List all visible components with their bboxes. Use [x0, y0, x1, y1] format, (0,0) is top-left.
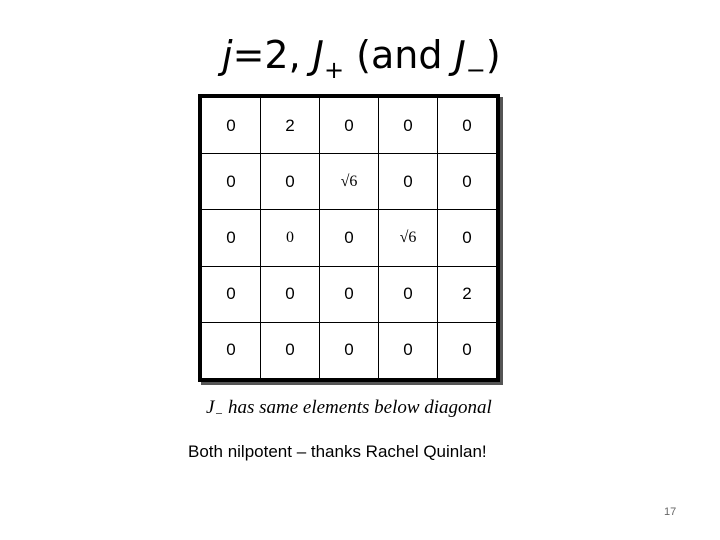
note-text: has same elements below diagonal — [223, 397, 492, 418]
note-j: J — [206, 397, 215, 418]
matrix-cell: 0 — [378, 265, 438, 323]
matrix-row: 0 0 0 0 0 — [201, 321, 497, 380]
matrix-cell: 0 — [319, 265, 379, 323]
matrix-cell: 0 — [437, 96, 497, 155]
matrix-cell: 0 — [378, 153, 438, 211]
matrix-cell: 0 — [201, 96, 261, 155]
title-and: (and — [344, 33, 455, 77]
matrix-row: 0 0 √6 0 0 — [201, 153, 497, 211]
nilpotent-note: Both nilpotent – thanks Rachel Quinlan! — [188, 442, 487, 461]
matrix-cell: √6 — [378, 209, 438, 267]
matrix-cell: 0 — [378, 321, 438, 380]
below-diagonal-note: J− has same elements below diagonal — [206, 397, 492, 422]
matrix-row: 0 2 0 0 0 — [201, 96, 497, 155]
matrix-cell: 0 — [260, 265, 320, 323]
matrix-grid: 0 2 0 0 0 0 0 √6 0 0 0 0 0 √6 0 0 0 0 0 … — [201, 96, 497, 380]
matrix-cell: 0 — [260, 321, 320, 380]
title-jminus-sub: − — [465, 56, 486, 84]
title-jplus: J — [312, 33, 324, 77]
title-j: j — [222, 33, 233, 77]
matrix-cell: 2 — [260, 96, 320, 155]
matrix-cell: 0 — [437, 153, 497, 211]
matrix-cell: 0 — [260, 153, 320, 211]
title-close: ) — [485, 33, 501, 77]
matrix-table: 0 2 0 0 0 0 0 √6 0 0 0 0 0 √6 0 0 0 0 0 … — [198, 94, 500, 382]
matrix-row: 0 0 0 0 2 — [201, 265, 497, 323]
matrix-cell: 0 — [319, 96, 379, 155]
matrix-cell: 0 — [201, 153, 261, 211]
matrix-cell: 2 — [437, 265, 497, 323]
matrix-cell: 0 — [201, 209, 261, 267]
matrix-cell: √6 — [319, 153, 379, 211]
title-eq: =2, — [232, 33, 313, 77]
matrix-cell: 0 — [437, 321, 497, 380]
note-j-sub: − — [214, 405, 224, 421]
matrix-cell: 0 — [437, 209, 497, 267]
slide-title: j=2, J+ (and J−) — [222, 30, 501, 82]
matrix-cell: 0 — [260, 209, 320, 267]
title-jplus-sub: + — [323, 56, 345, 84]
title-jminus: J — [454, 33, 466, 77]
matrix-cell: 0 — [201, 321, 261, 380]
matrix-row: 0 0 0 √6 0 — [201, 209, 497, 267]
matrix-cell: 0 — [319, 209, 379, 267]
page-number: 17 — [664, 506, 677, 518]
matrix-cell: 0 — [201, 265, 261, 323]
matrix-cell: 0 — [378, 96, 438, 155]
matrix-cell: 0 — [319, 321, 379, 380]
